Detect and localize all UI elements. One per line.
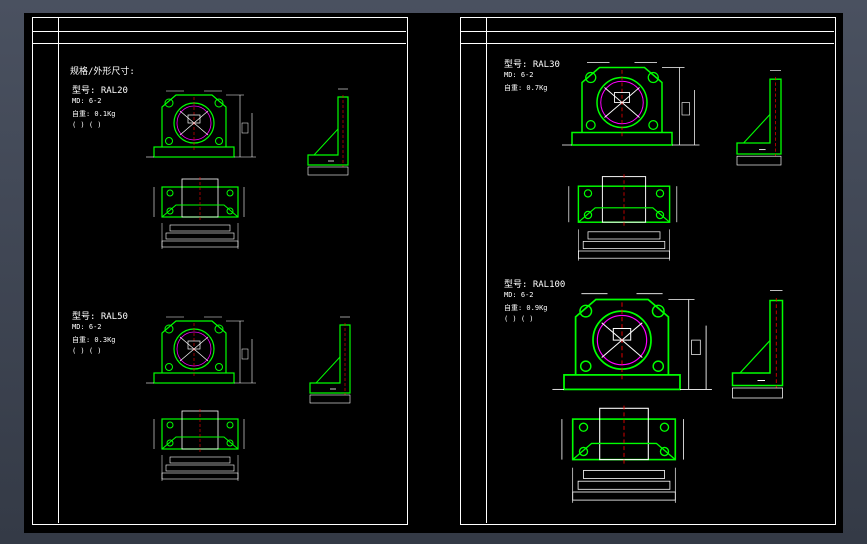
- right-weight-1: 自重: 0.7Kg: [504, 84, 548, 92]
- right-model-1: 型号: RAL30: [504, 60, 560, 70]
- left-sheet-title-strip: [32, 17, 406, 32]
- right-sheet-border: [460, 17, 836, 525]
- left-extra-1: ( ) ( ): [72, 121, 102, 129]
- left-extra-2: ( ) ( ): [72, 347, 102, 355]
- right-sheet-header-line: [460, 17, 834, 44]
- left-heading: 规格/外形尺寸:: [70, 67, 135, 77]
- top-view-ral30: [568, 173, 678, 262]
- front-view-ral100: [551, 292, 713, 391]
- cad-drawings: [145, 61, 784, 504]
- side-view-ral50: [309, 316, 351, 404]
- top-view-ral20: [153, 176, 245, 250]
- side-view-ral100: [731, 289, 784, 399]
- left-md-2: MD: 6-2: [72, 323, 102, 331]
- left-sheet-header-line: [32, 17, 406, 44]
- top-view-ral100: [561, 404, 685, 504]
- left-sheet-margin: [32, 17, 59, 523]
- left-md-1: MD: 6-2: [72, 97, 102, 105]
- left-weight-2: 自重: 0.3Kg: [72, 336, 116, 344]
- right-sheet-margin: [460, 17, 487, 523]
- right-md-1: MD: 6-2: [504, 71, 534, 79]
- drawing-canvas[interactable]: 规格/外形尺寸: 型号: RAL20 MD: 6-2 自重: 0.1Kg ( )…: [24, 13, 843, 533]
- front-view-ral30: [561, 61, 701, 146]
- right-weight-2: 自重: 0.9Kg: [504, 304, 548, 312]
- side-view-ral30: [736, 69, 782, 166]
- right-sheet-title-strip: [460, 17, 834, 32]
- top-view-ral50: [153, 408, 245, 482]
- left-sheet-border: [32, 17, 408, 525]
- front-view-ral50: [145, 316, 257, 384]
- right-extra-2: ( ) ( ): [504, 315, 534, 323]
- front-view-ral20: [145, 90, 257, 158]
- right-model-2: 型号: RAL100: [504, 280, 566, 290]
- right-md-2: MD: 6-2: [504, 291, 534, 299]
- side-view-ral20: [307, 88, 349, 176]
- left-weight-1: 自重: 0.1Kg: [72, 110, 116, 118]
- left-model-1: 型号: RAL20: [72, 86, 128, 96]
- left-model-2: 型号: RAL50: [72, 312, 128, 322]
